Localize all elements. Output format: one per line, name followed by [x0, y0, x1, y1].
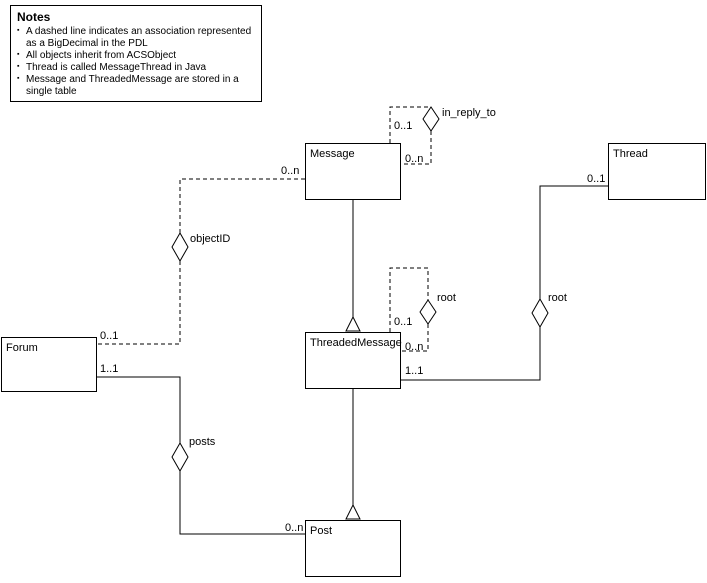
diamond-in-reply-to-icon [422, 106, 440, 132]
note-item: Thread is called MessageThread in Java [17, 61, 255, 74]
association-label-posts: posts [189, 436, 216, 448]
multiplicity-posts-post-end: 0..n [285, 522, 304, 534]
diamond-posts-icon [171, 441, 189, 473]
multiplicity-posts-forum-end: 1..1 [100, 363, 119, 375]
diamond-objectid-icon [171, 231, 189, 263]
association-label-objectid: objectID [190, 233, 231, 245]
notes-list: A dashed line indicates an association r… [17, 25, 255, 98]
diamond-root-self-icon [419, 299, 437, 325]
entity-threaded-message-label: ThreadedMessage [310, 337, 402, 349]
entity-message-label: Message [310, 148, 355, 160]
association-label-in-reply-to: in_reply_to [442, 107, 496, 119]
multiplicity-root-self-top: 0..1 [394, 316, 413, 328]
entity-threaded-message: ThreadedMessage [305, 332, 402, 389]
inheritance-triangle-threadedmessage-icon [345, 315, 361, 332]
connector-posts-upper [97, 376, 181, 443]
note-item: Message and ThreadedMessage are stored i… [17, 73, 255, 98]
connector-posts-lower [179, 471, 305, 535]
inheritance-triangle-post-icon [345, 503, 361, 520]
entity-thread-label: Thread [613, 148, 648, 160]
multiplicity-objectid-message-end: 0..n [281, 165, 300, 177]
multiplicity-root-self-side: 0..n [405, 341, 424, 353]
note-item: A dashed line indicates an association r… [17, 25, 255, 50]
connector-root-self-lower [401, 324, 429, 352]
association-label-root-self: root [437, 292, 456, 304]
connector-root-self-upper [389, 267, 429, 332]
multiplicity-in-reply-to-top: 0..1 [394, 120, 413, 132]
note-item: All objects inherit from ACSObject [17, 49, 255, 62]
association-label-root-thread: root [548, 292, 567, 304]
connector-root-thread-lower [401, 327, 541, 381]
multiplicity-objectid-forum-end: 0..1 [100, 330, 119, 342]
multiplicity-in-reply-to-side: 0..n [405, 153, 424, 165]
entity-post: Post [305, 520, 401, 577]
connector-in-reply-to-upper [389, 106, 431, 143]
multiplicity-root-threadedmessage-end: 1..1 [405, 365, 424, 377]
connector-objectid-upper [179, 178, 305, 233]
notes-box: Notes A dashed line indicates an associa… [10, 5, 262, 102]
diamond-root-thread-icon [531, 297, 549, 329]
entity-forum-label: Forum [6, 342, 38, 354]
connector-in-reply-to-lower [401, 131, 432, 165]
entity-post-label: Post [310, 525, 333, 537]
connector-root-thread-upper [539, 185, 608, 299]
entity-message: Message [305, 143, 401, 200]
multiplicity-root-thread-end: 0..1 [587, 173, 606, 185]
entity-forum: Forum [1, 337, 97, 392]
notes-title: Notes [17, 10, 51, 24]
entity-thread: Thread [608, 143, 706, 200]
